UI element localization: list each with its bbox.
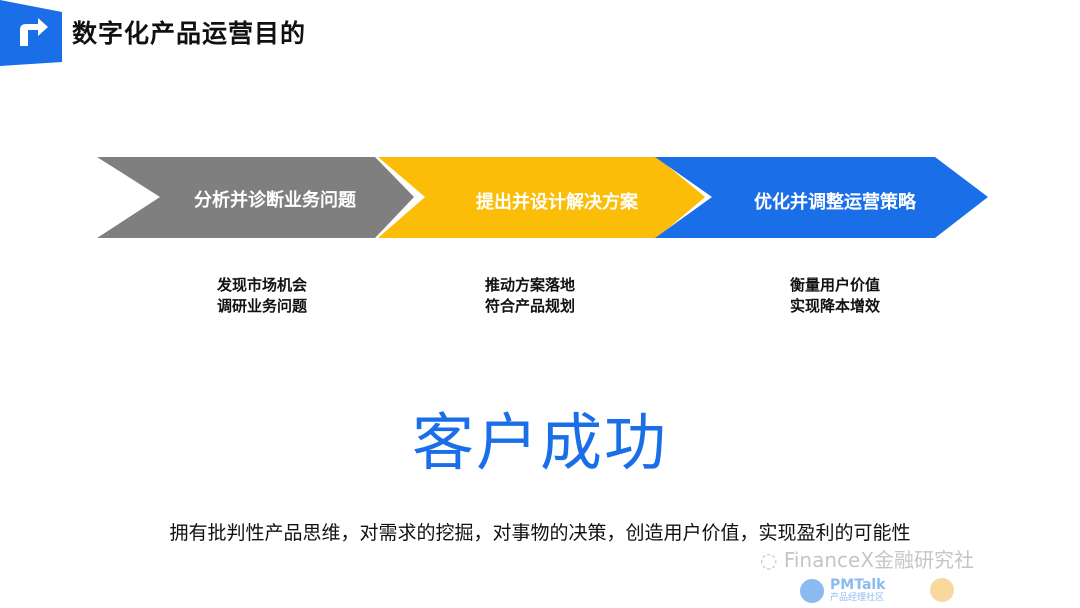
partner-logo-icon (930, 578, 954, 602)
process-chevrons (97, 157, 988, 238)
turn-right-arrow-icon (20, 18, 48, 46)
step-3-details: 衡量用户价值 实现降本增效 (735, 275, 935, 317)
wechat-icon: ◌ (760, 548, 778, 572)
header-badge (0, 0, 62, 66)
detail: 符合产品规划 (484, 297, 575, 315)
detail: 调研业务问题 (216, 297, 307, 315)
chevron-step-3 (655, 157, 988, 238)
detail: 推动方案落地 (484, 276, 575, 294)
step-1-details: 发现市场机会 调研业务问题 (162, 275, 362, 317)
chevron-step-2 (378, 157, 705, 238)
pmtalk-logo: PMTalk 产品经理社区 (800, 577, 886, 604)
watermark: ◌ FinanceX金融研究社 (760, 548, 974, 572)
watermark-text: FinanceX金融研究社 (783, 548, 975, 572)
pmtalk-name: PMTalk (830, 577, 886, 593)
step-2-details: 推动方案落地 符合产品规划 (430, 275, 630, 317)
pmtalk-subtitle: 产品经理社区 (830, 593, 885, 603)
step-1-label: 分析并诊断业务问题 (194, 190, 356, 211)
detail: 实现降本增效 (789, 297, 880, 315)
step-3-label: 优化并调整运营策略 (754, 192, 916, 213)
detail: 衡量用户价值 (789, 276, 880, 294)
description: 拥有批判性产品思维，对需求的挖掘，对事物的决策，创造用户价值，实现盈利的可能性 (169, 522, 911, 544)
pmtalk-icon (800, 578, 824, 603)
chevron-step-1 (97, 157, 414, 238)
detail: 发现市场机会 (216, 276, 307, 294)
headline: 客户成功 (411, 406, 668, 479)
page-title: 数字化产品运营目的 (72, 19, 307, 48)
step-2-label: 提出并设计解决方案 (476, 192, 638, 213)
